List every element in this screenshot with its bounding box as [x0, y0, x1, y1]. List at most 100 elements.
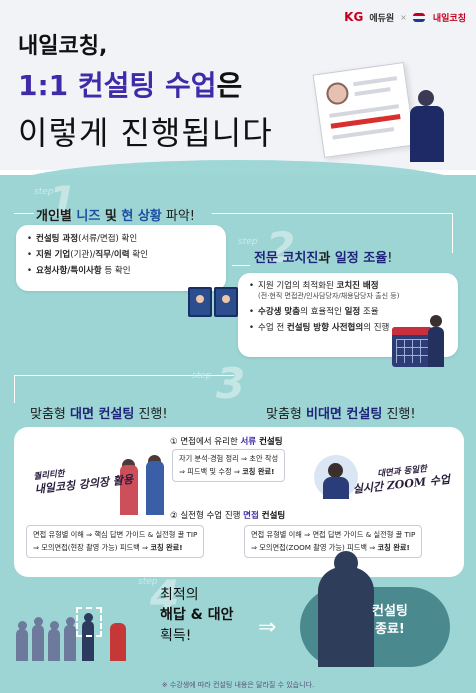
end-line: 종료! — [375, 621, 405, 637]
figure-body — [428, 327, 444, 367]
reviewer-person-head — [418, 90, 434, 106]
brand-logos: KG 에듀원 × 내일코칭 — [344, 10, 466, 24]
step-2-number: 2 — [266, 223, 296, 272]
flow-line — [452, 213, 453, 253]
crowd-head — [18, 621, 27, 630]
flow-line-text: ⇒ 피드백 및 수정 ⇒ 코칭 완료! — [179, 466, 278, 479]
step-1-item-bold: 이력 — [113, 250, 130, 261]
inperson-interview-flow: 면접 유형별 이해 ⇒ 핵심 답변 가이드 & 실전형 꿀 TIP ⇒ 모의면접… — [26, 525, 205, 559]
hero-line-3: 이렇게 진행됩니다 — [18, 114, 273, 152]
step-1-title-part: 및 — [100, 209, 122, 224]
remote-interview-flow: 면접 유형별 이해 ⇒ 면접 답변 가이드 & 실전형 꿀 TIP ⇒ 모의면접… — [244, 525, 423, 559]
consulting-complete-label: 컨설팅 종료! — [372, 603, 408, 638]
person-body — [146, 461, 164, 515]
person-body — [120, 465, 138, 515]
calendar-header — [392, 327, 432, 335]
hero-highlight: 1:1 컨설팅 수업 — [18, 69, 217, 102]
flow-line-text: 면접 유형별 이해 ⇒ 면접 답변 가이드 & 실전형 꿀 TIP — [251, 530, 416, 539]
flow-text: ⇒ 모의면접(현장 촬영 가능) 피드백 ⇒ — [33, 542, 151, 552]
step-1-title-situation: 현 상황 — [121, 209, 162, 224]
resume-line — [353, 76, 398, 87]
selection-frame-icon — [76, 607, 102, 637]
step-2-label: step — [238, 237, 258, 247]
heading-part: ① 면접에서 유리한 — [170, 437, 241, 447]
flow-line — [232, 265, 250, 266]
interview-consulting-heading: ② 실전형 수업 진행 면접 컨설팅 — [170, 509, 285, 521]
flow-line — [14, 375, 234, 376]
resume-document-illustration — [312, 62, 416, 158]
crowd-head — [66, 617, 75, 626]
arrow-right-icon: ⇒ — [258, 615, 277, 640]
resume-avatar-icon — [325, 81, 350, 106]
hero-line-2: 1:1 컨설팅 수업은 — [18, 64, 242, 104]
flow-line-text: ⇒ 모의면접(ZOOM 촬영 가능) 피드백 ⇒ 코칭 완료! — [251, 542, 415, 555]
step-2-title-part: ! — [387, 251, 393, 266]
step-1-item-bold: 컨설팅 과정 — [36, 234, 79, 244]
step-3-right-title: 맞춤형 비대면 컨설팅 진행! — [266, 403, 416, 422]
naeil-coaching-logo-icon — [412, 12, 425, 22]
result-line: 최적의 — [160, 587, 199, 603]
coach-figure — [428, 315, 444, 367]
step-1-item-bold: 직무 — [95, 250, 112, 261]
result-line: 획득! — [160, 627, 192, 644]
kg-logo: KG — [344, 10, 364, 24]
step-3-title-part: 맞춤형 — [30, 407, 71, 422]
step-1-title-part: 파악! — [161, 209, 196, 224]
step-1-item-text: / — [111, 250, 114, 261]
footnote: ※ 수강생에 따라 컨설팅 내용은 달라질 수 있습니다. — [161, 681, 315, 689]
step-1-item: 컨설팅 과정(서류/면접) 확인 — [26, 231, 216, 247]
step-2-item-bold: 일정 — [344, 306, 361, 317]
step-2-item-bold: 수강생 맞춤 — [258, 306, 301, 317]
video-call-monitors-illustration — [188, 283, 244, 327]
crowd-body — [64, 625, 76, 661]
step-2-item-bold: 코치진 배정 — [336, 281, 379, 291]
flow-text: ⇒ 모의면접(ZOOM 촬영 가능) 피드백 ⇒ — [251, 542, 378, 552]
heading-doc: 서류 — [240, 437, 257, 447]
hero-line-1: 내일코칭, — [18, 34, 108, 59]
crowd-body — [32, 625, 44, 661]
step-1-item-text: (서류/면접) 확인 — [78, 234, 138, 244]
figure-head — [328, 463, 343, 478]
calendar-grid — [396, 339, 428, 363]
crowd-body — [82, 621, 94, 661]
figure-head — [430, 315, 442, 327]
result-line-bold: 해답 & 대안 — [160, 607, 234, 624]
crowd-head — [34, 617, 43, 626]
monitor-face — [196, 295, 204, 303]
step-4-label: step — [138, 577, 158, 587]
step-1-number: 1 — [48, 177, 78, 226]
step-1-item: 요청사항/특이사항 등 확인 — [26, 263, 216, 279]
figure-body — [323, 477, 349, 499]
step-2-item-bold: 컨설팅 방향 사전협의 — [286, 323, 364, 334]
step-1-title-part: 개인별 — [36, 209, 77, 224]
crowd-body — [16, 629, 28, 661]
step-2-item-text: 의 진행 — [363, 323, 390, 334]
step-1-title-needs: 니즈 — [76, 209, 101, 224]
step-3-label: step — [192, 371, 212, 381]
selected-candidate-figure — [110, 623, 126, 661]
flow-line — [14, 375, 15, 403]
flow-line — [212, 213, 452, 214]
resume-line — [332, 127, 395, 140]
coaching-complete: 코칭 완료! — [242, 466, 275, 476]
step-2-item-text: 조율 — [360, 306, 379, 317]
reviewer-person-body — [410, 106, 444, 162]
flow-line — [14, 213, 34, 214]
step-4-result: 최적의 해답 & 대안 획득! — [160, 585, 233, 646]
doc-consulting-heading: ① 면접에서 유리한 서류 컨설팅 — [170, 435, 283, 447]
header: KG 에듀원 × 내일코칭 내일코칭, 1:1 컨설팅 수업은 이렇게 진행됩니… — [0, 0, 476, 170]
step-2-item: 수업 전 컨설팅 방향 사전협의의 진행 — [248, 320, 448, 336]
monitor-face — [222, 295, 230, 303]
step-1-item-bold: 지원 기업 — [36, 250, 71, 261]
step-1-title: 개인별 니즈 및 현 상황 파악! — [36, 205, 195, 224]
flow-line-text: 면접 유형별 이해 ⇒ 핵심 답변 가이드 & 실전형 꿀 TIP — [33, 530, 198, 539]
calendar-icon — [392, 327, 432, 367]
step-3-title-part: 진행! — [382, 407, 416, 422]
step-2-title-schedule: 일정 조율 — [334, 251, 388, 266]
face-to-face-people-illustration — [118, 451, 174, 515]
step-2-item-text: 의 효율적인 — [300, 306, 345, 317]
step-3-card: ① 면접에서 유리한 서류 컨설팅 자기 분석·경험 정리 ⇒ 초안 작성 ⇒ … — [14, 427, 464, 577]
step-2-item-text: 지원 기업의 최적화된 — [258, 281, 337, 291]
coaching-complete: 코칭 완료! — [377, 542, 410, 552]
heading-interview: 면접 — [243, 511, 259, 521]
